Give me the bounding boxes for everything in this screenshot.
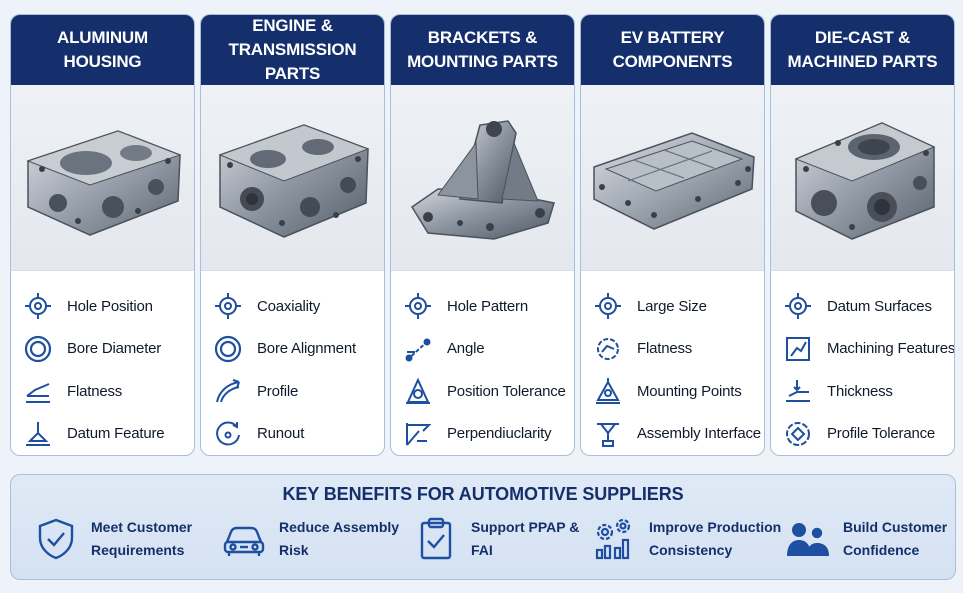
feature-label: Profile Tolerance — [827, 425, 936, 443]
machining-features-icon — [783, 334, 813, 364]
feature-list: Datum Surfaces Machining Features Thickn… — [771, 271, 954, 455]
part-category-cards: ALUMINUM HOUSING — [10, 14, 958, 456]
feature-item: Mounting Points — [581, 370, 764, 413]
feature-item: Position Tolerance — [391, 370, 574, 413]
feature-label: Profile — [257, 382, 299, 400]
card-aluminum-housing: ALUMINUM HOUSING — [10, 14, 195, 456]
perpendicularity-icon — [403, 419, 433, 449]
feature-label: Hole Pattern — [447, 297, 528, 315]
die-cast-part-image — [771, 85, 954, 271]
feature-item: Hole Pattern — [391, 285, 574, 328]
feature-label: Machining Features — [827, 340, 955, 358]
card-title: ENGINE & TRANSMISSION PARTS — [201, 15, 384, 85]
feature-label: Assembly Interface — [637, 425, 761, 443]
assembly-interface-icon — [593, 419, 623, 449]
feature-label: Runout — [257, 425, 305, 443]
feature-item: Machining Features — [771, 328, 954, 371]
feature-item: Coaxiality — [201, 285, 384, 328]
crosshair-icon — [213, 291, 243, 321]
benefit-item: Support PPAP & FAI — [413, 515, 579, 563]
feature-item: Datum Feature — [11, 413, 194, 456]
flatness-icon — [23, 376, 53, 406]
feature-list: Hole Pattern Angle Position Tolerance Pe… — [391, 271, 574, 455]
profile-icon — [213, 376, 243, 406]
feature-label: Thickness — [827, 382, 893, 400]
benefit-label: Meet Customer Requirements — [91, 519, 193, 558]
feature-label: Perpendiuclarity — [447, 425, 552, 443]
aluminum-housing-image — [11, 85, 194, 271]
engine-part-image — [201, 85, 384, 271]
benefit-label: Build Customer Confidence — [843, 519, 948, 558]
feature-item: Runout — [201, 413, 384, 456]
crosshair-icon — [23, 291, 53, 321]
feature-item: Datum Surfaces — [771, 285, 954, 328]
position-tolerance-icon — [403, 376, 433, 406]
benefit-item: Meet Customer Requirements — [33, 515, 192, 563]
benefits-title: KEY BENEFITS FOR AUTOMOTIVE SUPPLIERS — [282, 484, 684, 504]
feature-item: Thickness — [771, 370, 954, 413]
feature-label: Large Size — [637, 297, 707, 315]
clipboard-check-icon — [413, 516, 459, 562]
feature-item: Profile — [201, 370, 384, 413]
key-benefits-panel: KEY BENEFITS FOR AUTOMOTIVE SUPPLIERS Me… — [10, 474, 956, 580]
feature-item: Assembly Interface — [581, 413, 764, 456]
feature-item: Profile Tolerance — [771, 413, 954, 456]
angle-icon — [403, 334, 433, 364]
feature-label: Bore Alignment — [257, 340, 356, 358]
crosshair-icon — [783, 291, 813, 321]
feature-label: Coaxiality — [257, 297, 321, 315]
datum-icon — [23, 419, 53, 449]
feature-label: Position Tolerance — [447, 382, 566, 400]
runout-icon — [213, 419, 243, 449]
feature-item: Flatness — [11, 370, 194, 413]
crosshair-icon — [593, 291, 623, 321]
feature-item: Perpendiuclarity — [391, 413, 574, 456]
card-brackets-mounting: BRACKETS & MOUNTING PARTS — [390, 14, 575, 456]
benefit-label: Improve Production Consistency — [649, 519, 782, 558]
thickness-icon — [783, 376, 813, 406]
feature-item: Bore Alignment — [201, 328, 384, 371]
feature-list: Large Size Flatness Mounting Points Asse… — [581, 271, 764, 455]
card-ev-battery: EV BATTERY COMPONENTS — [580, 14, 765, 456]
feature-label: Angle — [447, 340, 485, 358]
feature-label: Datum Feature — [67, 425, 165, 443]
feature-label: Bore Diameter — [67, 340, 162, 358]
card-title: BRACKETS & MOUNTING PARTS — [391, 15, 574, 85]
flatness-gear-icon — [593, 334, 623, 364]
gears-chart-icon — [591, 516, 637, 562]
feature-item: Flatness — [581, 328, 764, 371]
benefit-label: Reduce Assembly Risk — [279, 519, 400, 558]
card-die-cast: DIE-CAST & MACHINED PARTS — [770, 14, 955, 456]
feature-label: Flatness — [67, 382, 123, 400]
car-icon — [221, 516, 267, 562]
benefit-item: Build Customer Confidence — [785, 515, 947, 563]
bore-ring-icon — [213, 334, 243, 364]
feature-item: Hole Position — [11, 285, 194, 328]
feature-label: Mounting Points — [637, 382, 742, 400]
bracket-part-image — [391, 85, 574, 271]
card-engine-transmission: ENGINE & TRANSMISSION PARTS — [200, 14, 385, 456]
battery-tray-image — [581, 85, 764, 271]
feature-list: Coaxiality Bore Alignment Profile Runout — [201, 271, 384, 455]
profile-tolerance-icon — [783, 419, 813, 449]
feature-label: Flatness — [637, 340, 693, 358]
mounting-points-icon — [593, 376, 623, 406]
benefit-item: Reduce Assembly Risk — [221, 515, 399, 563]
card-title: ALUMINUM HOUSING — [11, 15, 194, 85]
feature-label: Hole Position — [67, 297, 153, 315]
crosshair-icon — [403, 291, 433, 321]
feature-item: Angle — [391, 328, 574, 371]
feature-item: Bore Diameter — [11, 328, 194, 371]
bore-ring-icon — [23, 334, 53, 364]
feature-item: Large Size — [581, 285, 764, 328]
feature-list: Hole Position Bore Diameter Flatness Dat… — [11, 271, 194, 455]
feature-label: Datum Surfaces — [827, 297, 932, 315]
card-title: EV BATTERY COMPONENTS — [581, 15, 764, 85]
benefit-label: Support PPAP & FAI — [471, 519, 580, 558]
card-title: DIE-CAST & MACHINED PARTS — [771, 15, 954, 85]
people-icon — [785, 516, 831, 562]
benefit-item: Improve Production Consistency — [591, 515, 781, 563]
shield-check-icon — [33, 516, 79, 562]
